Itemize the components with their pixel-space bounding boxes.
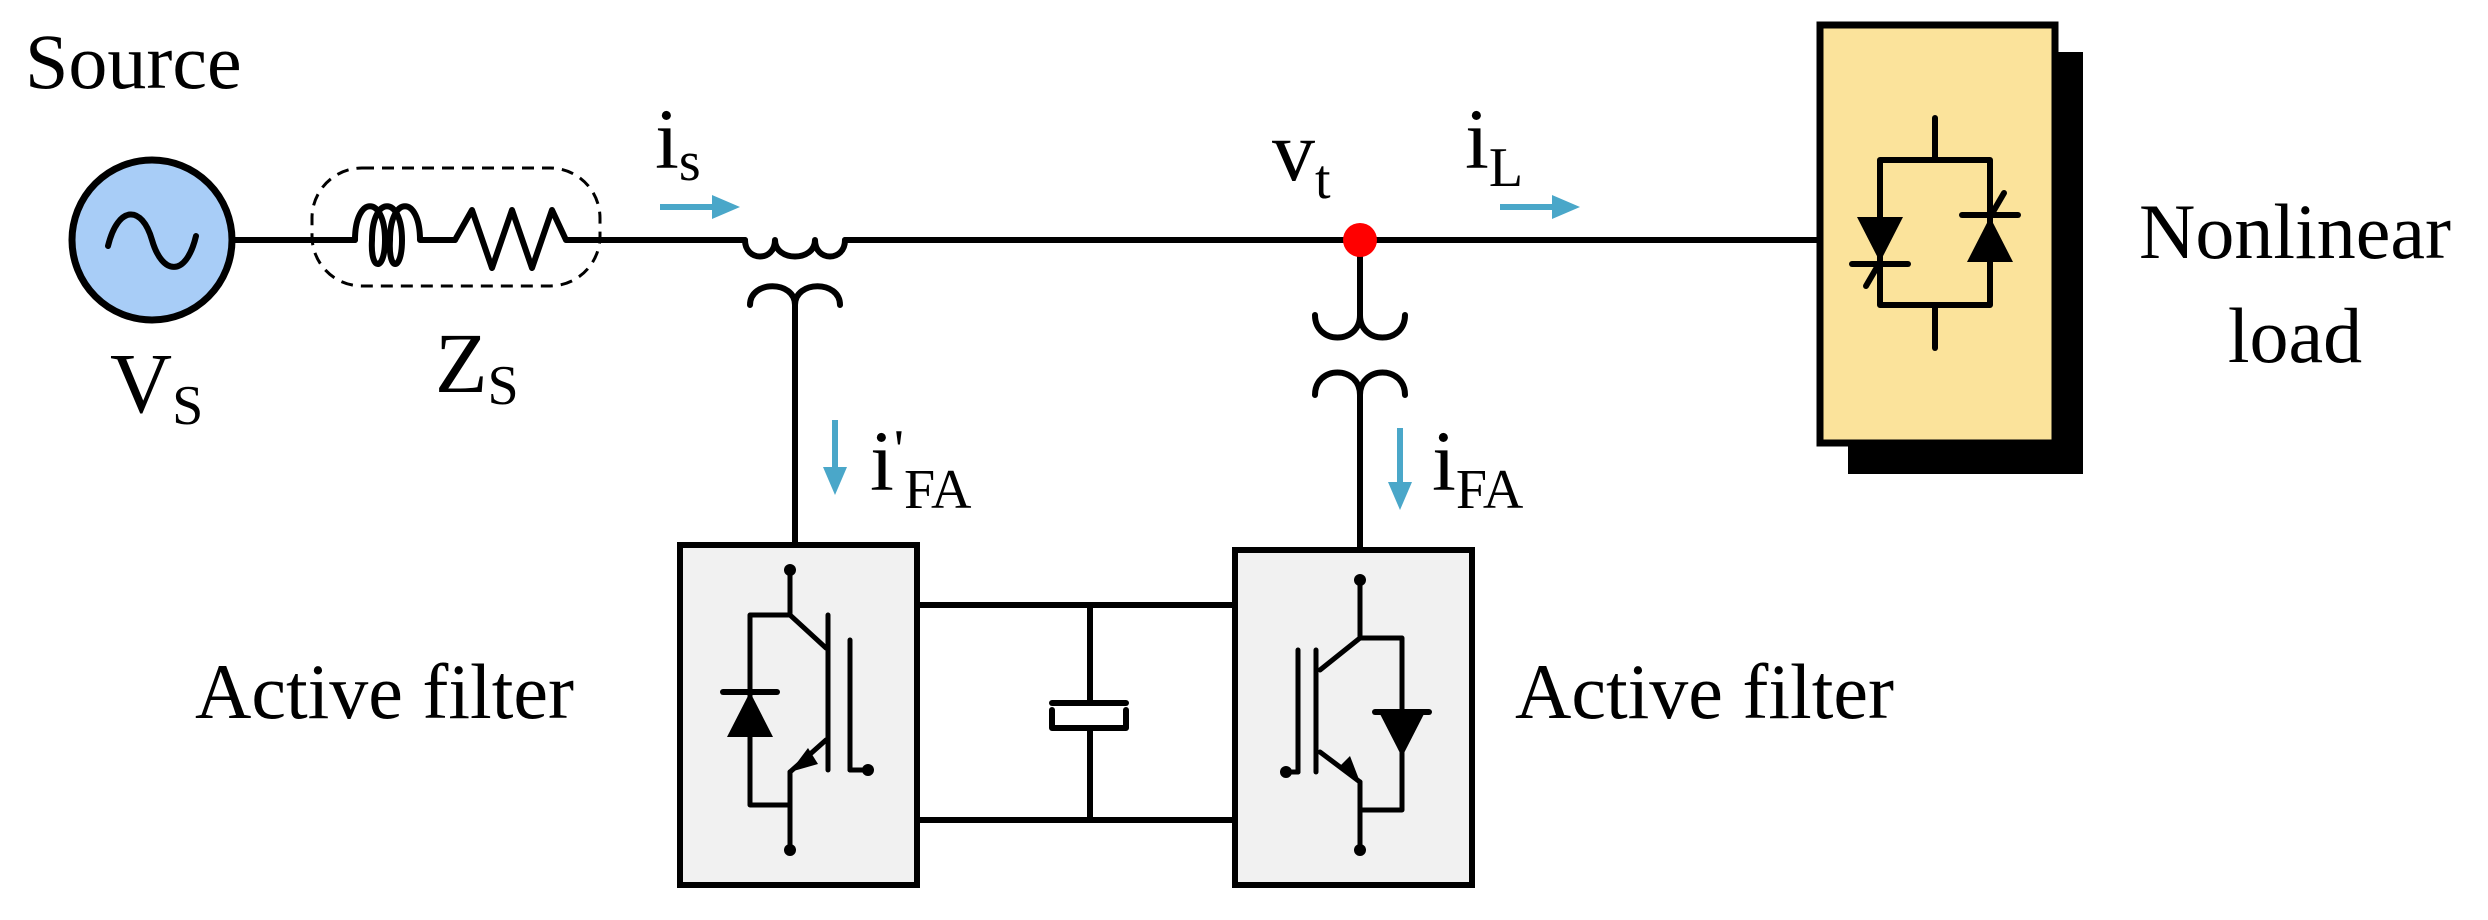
source-label: Source	[25, 18, 242, 105]
nonlinear-load-label-line2: load	[2228, 292, 2362, 379]
inductor-resistor-icon	[310, 166, 603, 288]
pcc-node	[1343, 223, 1377, 257]
series-transformer-icon	[742, 237, 848, 548]
vt-symbol: vt	[1272, 103, 1331, 211]
shunt-transformer-icon	[1312, 237, 1408, 553]
igbt-diode-icon-left	[677, 542, 920, 888]
is-symbol: is	[655, 91, 701, 193]
ifa-symbol: iFA	[1432, 413, 1524, 521]
arrow-is-icon	[660, 195, 740, 219]
ifa-prime-symbol: i'FA	[870, 413, 972, 521]
il-symbol: iL	[1465, 91, 1523, 199]
nonlinear-load-label-line1: Nonlinear	[2139, 188, 2451, 275]
zs-symbol: ZS	[435, 315, 519, 417]
arrow-ifa-prime-icon	[823, 420, 847, 495]
active-filter-right-label: Active filter	[1515, 648, 1894, 735]
capacitor-icon	[914, 602, 1238, 823]
igbt-diode-icon-right	[1232, 547, 1475, 888]
arrow-il-icon	[1500, 195, 1580, 219]
active-filter-left-label: Active filter	[195, 648, 574, 735]
arrow-ifa-icon	[1388, 428, 1412, 510]
thyristor-pair-icon	[1816, 21, 2083, 474]
vs-symbol: VS	[110, 335, 203, 437]
ac-source-icon	[68, 156, 236, 324]
